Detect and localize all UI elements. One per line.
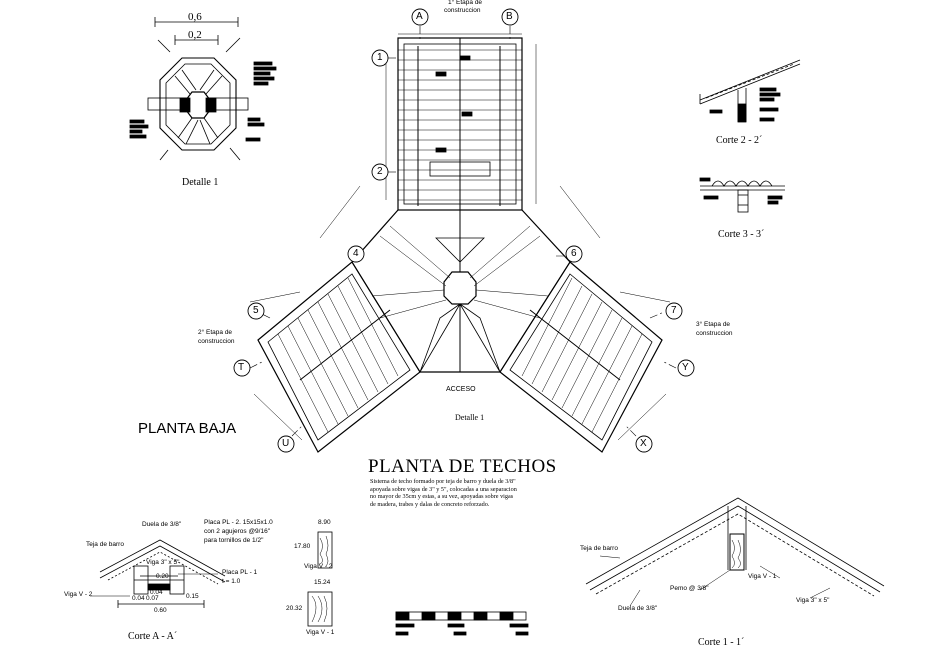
c11-teja: Teja de barro	[580, 545, 618, 552]
viga-v1-name: Viga V - 1	[306, 629, 335, 636]
corte-1-1-caption: Corte 1 - 1´	[698, 637, 745, 648]
aa-teja: Teja de barro	[86, 541, 124, 548]
main-roof-plan	[249, 26, 677, 453]
aa-viga-v2: Viga V - 2	[64, 591, 93, 598]
axis-marker-7	[665, 302, 683, 320]
main-title: PLANTA DE TECHOS	[368, 456, 557, 477]
corte-2-2-drawing	[699, 59, 801, 123]
viga-v2-height: 17.80	[294, 543, 311, 550]
c11-duela: Duela de 3/8"	[618, 605, 658, 612]
axis-markers	[233, 8, 695, 453]
viga-v1-height: 20.32	[286, 605, 303, 612]
axis-marker-U	[277, 435, 295, 453]
plan-title: PLANTA BAJA	[138, 420, 237, 437]
note-line: no mayor de 35cm y estas, a su vez, apoy…	[370, 493, 514, 501]
axis-marker-T	[233, 359, 251, 377]
axis-marker-5	[247, 302, 265, 320]
detalle-1-plan-caption: Detalle 1	[455, 413, 485, 422]
viga-v2-width: 8.90	[318, 519, 331, 526]
axis-label-B: B	[506, 11, 513, 22]
detalle-1-drawing	[129, 17, 277, 161]
axis-label-U: U	[282, 438, 290, 449]
aa-dim-004b: 0.04	[132, 595, 145, 602]
axis-label-Y: Y	[682, 362, 689, 373]
stage-1-line2: construccion	[444, 7, 481, 14]
detail-dim-outer: 0,6	[188, 11, 202, 23]
aa-dim-020: 0.20	[156, 573, 169, 580]
aa-dim-015: 0.15	[186, 593, 199, 600]
corte-a-a-drawing	[90, 539, 226, 608]
aa-dim-004a: 0.04	[150, 589, 163, 596]
axis-label-T: T	[238, 362, 245, 373]
corte-3-3-caption: Corte 3 - 3´	[718, 229, 765, 240]
axis-marker-X	[635, 435, 653, 453]
c11-viga-v1: Viga V - 1	[748, 573, 777, 580]
aa-placa1c: para tornillos de 1/2"	[204, 537, 264, 544]
stage-3-line1: 3° Etapa de	[696, 321, 731, 328]
axis-label-6: 6	[571, 248, 577, 259]
axis-marker-4	[347, 245, 365, 263]
aa-dim-060: 0.60	[154, 607, 167, 614]
graphic-scale	[395, 611, 529, 636]
viga-sections	[307, 531, 333, 627]
aa-dim-007: 0.07	[146, 595, 159, 602]
aa-placa1: Placa PL - 2. 15x15x1.0	[204, 519, 273, 526]
aa-placa2b: t = 1.0	[222, 578, 241, 585]
aa-placa2: Placa PL - 1	[222, 569, 258, 576]
corte-3-3-drawing	[699, 177, 785, 213]
stage-2-line1: 2° Etapa de	[198, 329, 233, 336]
axis-label-2: 2	[377, 166, 383, 177]
axis-label-1: 1	[377, 52, 383, 63]
viga-v2-name: Viga V - 2	[304, 563, 333, 570]
viga-v1-width: 15.24	[314, 579, 331, 586]
axis-marker-6	[565, 245, 583, 263]
aa-placa1b: con 2 agujeros @9/16"	[204, 528, 271, 535]
note-line: de madera, trabes y dalas de concreto re…	[370, 500, 490, 508]
aa-duela: Duela de 3/8"	[142, 521, 182, 528]
acceso-label: ACCESO	[446, 386, 476, 393]
stage-1-line1: 1° Etapa de	[448, 0, 483, 6]
axis-label-X: X	[640, 438, 647, 449]
corte-2-2-caption: Corte 2 - 2´	[716, 135, 763, 146]
axis-label-4: 4	[353, 248, 359, 259]
c11-viga3: Viga 3" x 5"	[796, 597, 830, 604]
axis-marker-B	[501, 8, 519, 26]
detail-dim-inner: 0,2	[188, 29, 202, 41]
detalle-1-caption: Detalle 1	[182, 177, 219, 188]
c11-pemo: Pemo @ 3/8"	[670, 585, 709, 592]
stage-3-line2: construccion	[696, 330, 733, 337]
axis-label-7: 7	[671, 305, 677, 316]
note-line: apoyada sobre vigas de 3" y 5", colocada…	[370, 485, 517, 493]
axis-label-A: A	[416, 11, 423, 22]
axis-marker-2	[371, 163, 389, 181]
axis-marker-A	[411, 8, 429, 26]
axis-marker-1	[371, 49, 389, 67]
corte-1-1-drawing	[585, 497, 885, 607]
stage-2-line2: construccion	[198, 338, 235, 345]
roof-system-note: Sistema de techo formado por teja de bar…	[370, 478, 585, 508]
axis-label-5: 5	[253, 305, 259, 316]
axis-marker-Y	[677, 359, 695, 377]
note-line: Sistema de techo formado por teja de bar…	[370, 478, 516, 485]
aa-viga3: Viga 3" x 5"	[146, 559, 180, 566]
corte-a-a-caption: Corte A - A´	[128, 631, 178, 642]
